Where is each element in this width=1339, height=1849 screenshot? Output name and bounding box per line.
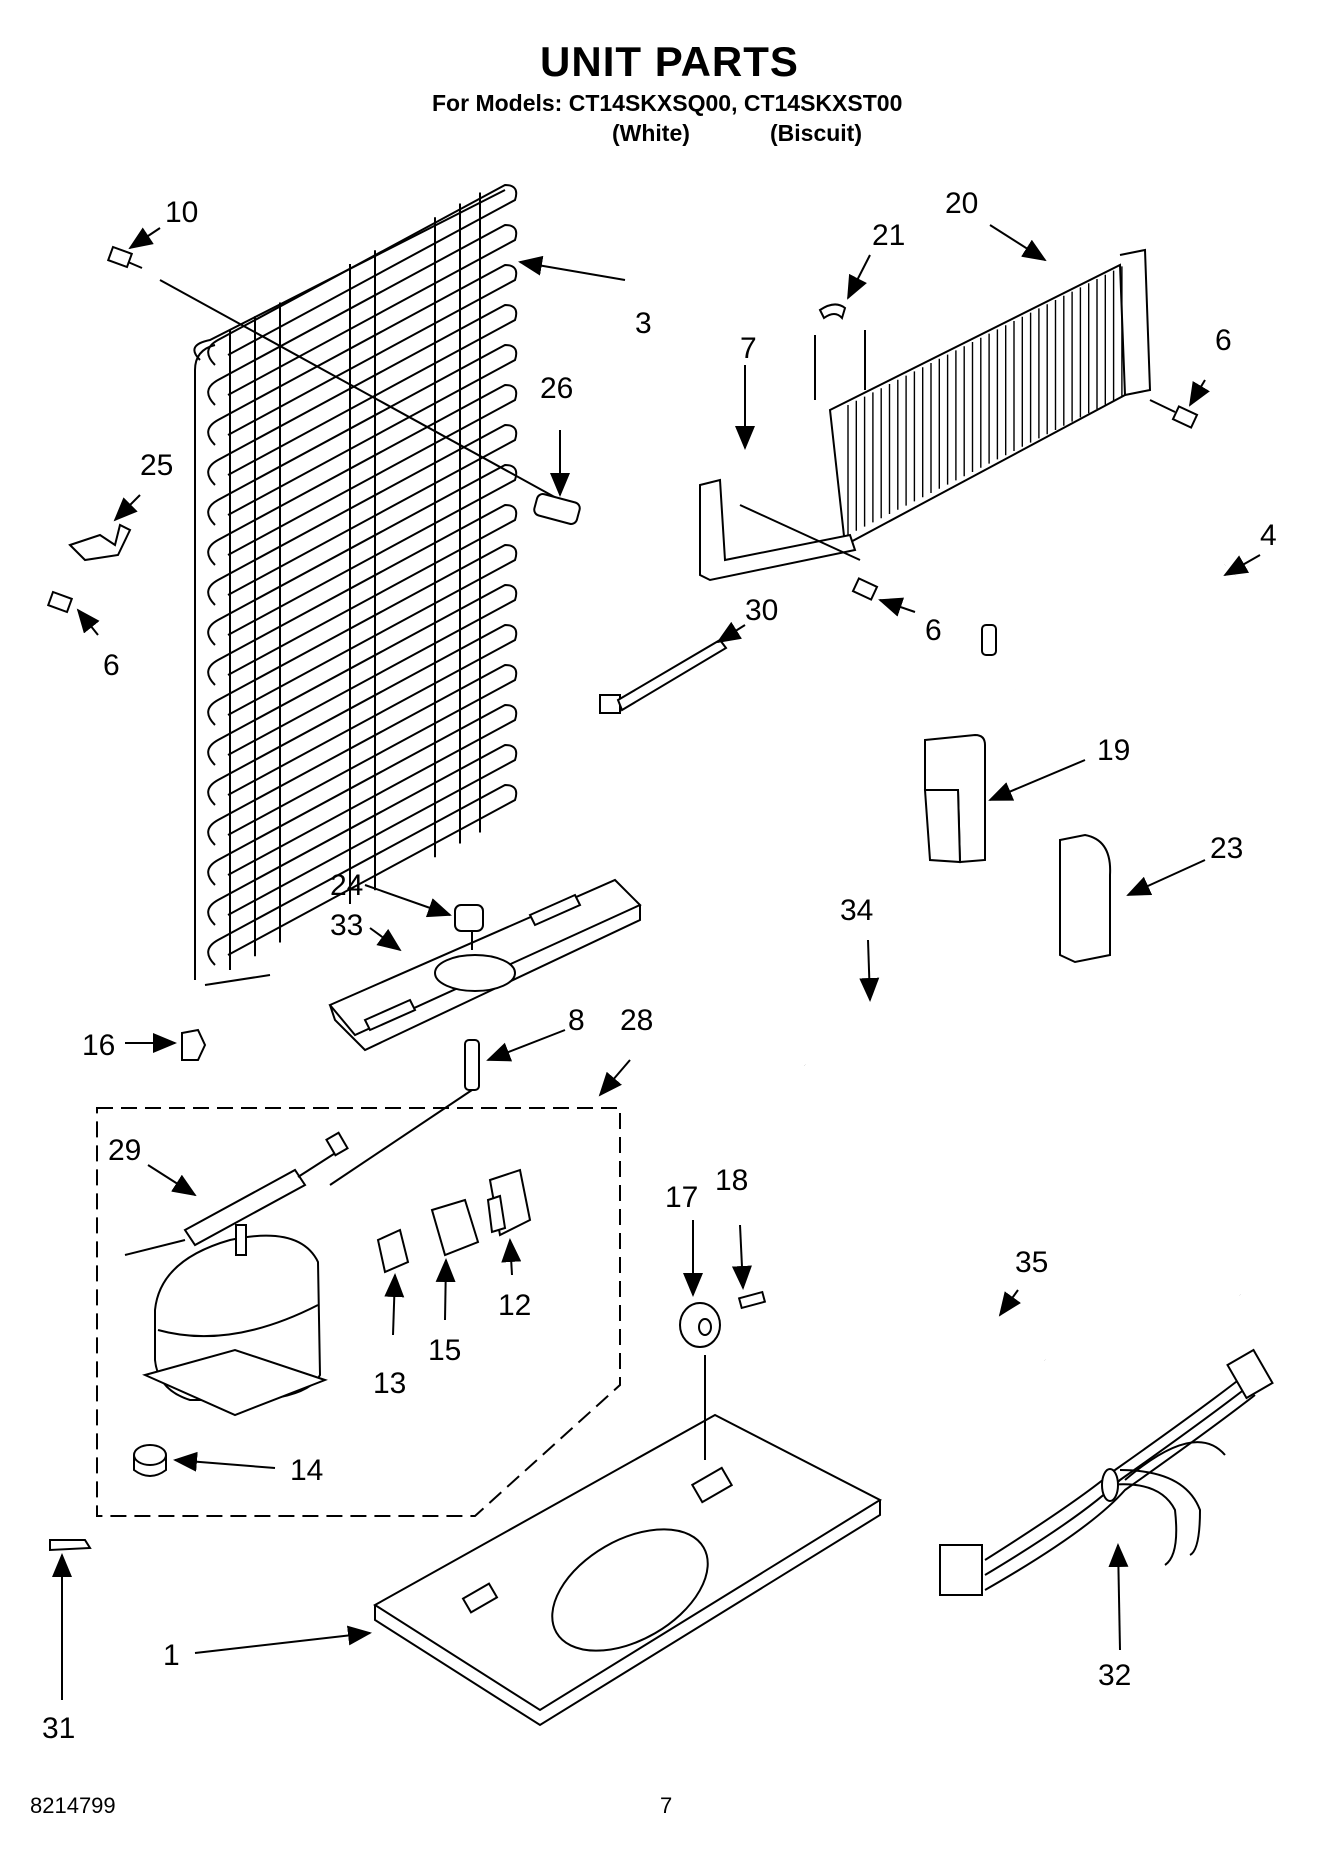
callout-24: 24 — [330, 869, 363, 902]
coil-loop — [207, 503, 518, 686]
callout-30: 30 — [745, 594, 778, 627]
relay-part-13 — [376, 1228, 410, 1274]
screw-part-10 — [106, 245, 561, 501]
page-number: 7 — [660, 1793, 673, 1818]
coil-loop — [207, 663, 518, 846]
callout-23: 23 — [1210, 832, 1243, 865]
callout-16: 16 — [82, 1029, 115, 1062]
drain-pan-part-33 — [328, 878, 642, 1052]
callout-25: 25 — [140, 449, 173, 482]
foam-block-part-23 — [1059, 833, 1112, 964]
coil-loop — [207, 543, 518, 726]
cable-tie-part-30 — [599, 638, 728, 714]
coil-loop — [207, 783, 518, 966]
callout-32: 32 — [1098, 1659, 1131, 1692]
foam-block-part-19 — [923, 733, 986, 864]
overload-part-15 — [430, 1198, 480, 1257]
callout-21: 21 — [872, 219, 905, 252]
callout-19: 19 — [1097, 734, 1130, 767]
coil-loop — [207, 703, 518, 886]
base-pan-part-1 — [373, 1413, 883, 1727]
coil-loop — [207, 383, 518, 566]
clip-part-16 — [181, 1028, 207, 1061]
coil-loop — [207, 463, 518, 646]
evaporator — [828, 248, 1152, 547]
callout-26: 26 — [540, 372, 573, 405]
callout-4: 4 — [1260, 519, 1277, 552]
filter-drier-part-29 — [124, 1131, 349, 1256]
wire-harness-part-32 — [939, 1348, 1274, 1596]
clip-part-25 — [68, 523, 132, 562]
coil-loop — [207, 623, 518, 806]
callout-1: 1 — [163, 1639, 180, 1672]
callout-34: 34 — [840, 894, 873, 927]
tube-part-35 — [962, 1270, 1047, 1363]
callout-18: 18 — [715, 1164, 748, 1197]
callout-35: 35 — [1015, 1246, 1048, 1279]
callout-6-left: 6 — [103, 649, 120, 682]
callout-14: 14 — [290, 1454, 323, 1487]
models-line: For Models: CT14SKXSQ00, CT14SKXST00 — [432, 90, 903, 116]
tube-part-8 — [329, 1039, 480, 1186]
coil-loop — [207, 583, 518, 766]
clip-part-31 — [49, 1539, 92, 1552]
callout-6-middle: 6 — [925, 614, 942, 647]
coil-loop — [207, 423, 518, 606]
callout-12: 12 — [498, 1289, 531, 1322]
callout-13: 13 — [373, 1367, 406, 1400]
compressor — [142, 1224, 328, 1417]
plug-part-26 — [533, 493, 581, 525]
clip-part-21 — [814, 303, 866, 400]
callout-31: 31 — [42, 1712, 75, 1745]
nut-part-24 — [454, 904, 484, 950]
callout-15: 15 — [428, 1334, 461, 1367]
callout-28: 28 — [620, 1004, 653, 1037]
callout-3: 3 — [635, 307, 652, 340]
bracket-part-7 — [699, 478, 861, 582]
compressor-assembly-box-part-28 — [96, 1107, 621, 1517]
coil-loop — [207, 303, 518, 486]
coil-loop — [207, 223, 518, 406]
callout-10: 10 — [165, 196, 198, 229]
condenser-coil — [193, 183, 518, 986]
document-number: 8214799 — [30, 1793, 116, 1818]
coil-loop — [207, 743, 518, 926]
grommet-part-14 — [133, 1444, 167, 1477]
callout-8: 8 — [568, 1004, 585, 1037]
callout-17: 17 — [665, 1181, 698, 1214]
screw-part-6-middle — [851, 577, 879, 601]
callout-7: 7 — [740, 332, 757, 365]
tube-part-34 — [781, 1013, 1242, 1297]
callout-labels: 10 3 26 25 6 20 21 7 6 6 4 30 19 23 34 2… — [42, 187, 1277, 1745]
wheel-part-17 — [679, 1302, 721, 1460]
cover-part-12 — [486, 1168, 532, 1237]
coil-loop — [207, 343, 518, 526]
variant-biscuit: (Biscuit) — [770, 120, 862, 146]
defrost-heater-part-4 — [981, 550, 1236, 717]
coil-loop — [207, 183, 518, 366]
variant-white: (White) — [612, 120, 690, 146]
page-title: UNIT PARTS — [540, 38, 799, 85]
coil-loop — [207, 263, 518, 446]
screw-part-18 — [737, 1290, 767, 1310]
screw-part-6-top-right — [1149, 399, 1199, 429]
screw-part-6-left — [46, 590, 74, 614]
callout-6-top-right: 6 — [1215, 324, 1232, 357]
callout-29: 29 — [108, 1134, 141, 1167]
callout-20: 20 — [945, 187, 978, 220]
callout-arrows — [52, 224, 1261, 1700]
callout-33: 33 — [330, 909, 363, 942]
